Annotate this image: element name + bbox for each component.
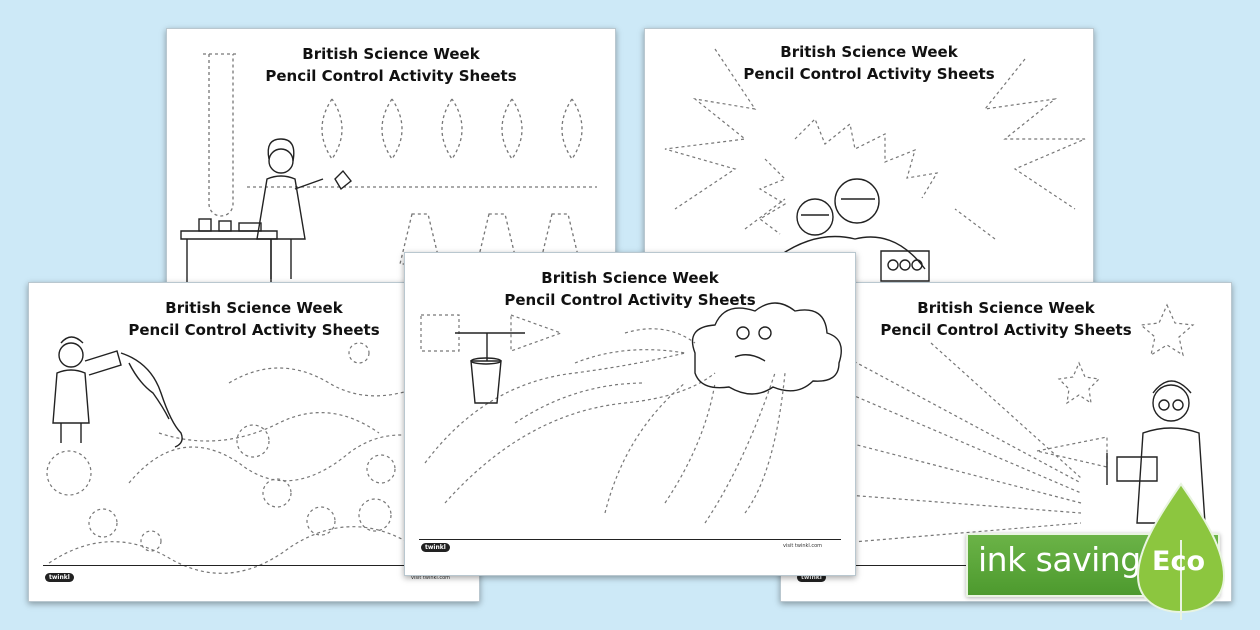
sheet-4-url: visit twinkl.com xyxy=(783,543,823,549)
sheet-4-title: British Science Week Pencil Control Acti… xyxy=(405,267,855,311)
activity-sheet-preview-1: British Science Week Pencil Control Acti… xyxy=(166,28,616,290)
sheet-4-artwork xyxy=(420,302,842,524)
sheet-2-title-line-2: Pencil Control Activity Sheets xyxy=(743,65,995,83)
leaf-icon xyxy=(1136,482,1226,620)
sheet-4-title-line-1: British Science Week xyxy=(541,269,719,287)
sheet-3-url: visit twinkl.com xyxy=(411,575,451,581)
sheet-4-logo: twinkl xyxy=(421,543,450,552)
sheet-1-title-line-2: Pencil Control Activity Sheets xyxy=(265,67,517,85)
sheet-5-logo: twinkl xyxy=(797,573,826,582)
sheet-4-footer-line xyxy=(419,539,841,540)
sheet-5-title-line-2: Pencil Control Activity Sheets xyxy=(880,321,1132,339)
sheet-3-logo: twinkl xyxy=(45,573,74,582)
eco-label: Eco xyxy=(1152,546,1205,577)
sheet-4-title-line-2: Pencil Control Activity Sheets xyxy=(504,291,756,309)
ink-saving-eco-badge: ink saving Eco xyxy=(966,482,1228,620)
sheet-2-title: British Science Week Pencil Control Acti… xyxy=(645,41,1093,85)
sheet-1-title: British Science Week Pencil Control Acti… xyxy=(167,43,615,87)
activity-sheet-preview-2: British Science Week Pencil Control Acti… xyxy=(644,28,1094,290)
sheet-2-title-line-1: British Science Week xyxy=(780,43,958,61)
sheet-5-title-line-1: British Science Week xyxy=(917,299,1095,317)
sheet-5-artwork xyxy=(800,303,1206,544)
sheet-3-title-line-1: British Science Week xyxy=(165,299,343,317)
activity-sheet-preview-4: British Science Week Pencil Control Acti… xyxy=(404,252,856,576)
sheet-1-title-line-1: British Science Week xyxy=(302,45,480,63)
sheet-2-artwork xyxy=(664,48,1086,282)
ink-saving-label: ink saving xyxy=(978,540,1141,579)
sheet-3-title-line-2: Pencil Control Activity Sheets xyxy=(128,321,380,339)
sheet-3-footer-line xyxy=(43,565,465,566)
sheet-3-title: British Science Week Pencil Control Acti… xyxy=(29,297,479,341)
sheet-5-title: British Science Week Pencil Control Acti… xyxy=(781,297,1231,341)
